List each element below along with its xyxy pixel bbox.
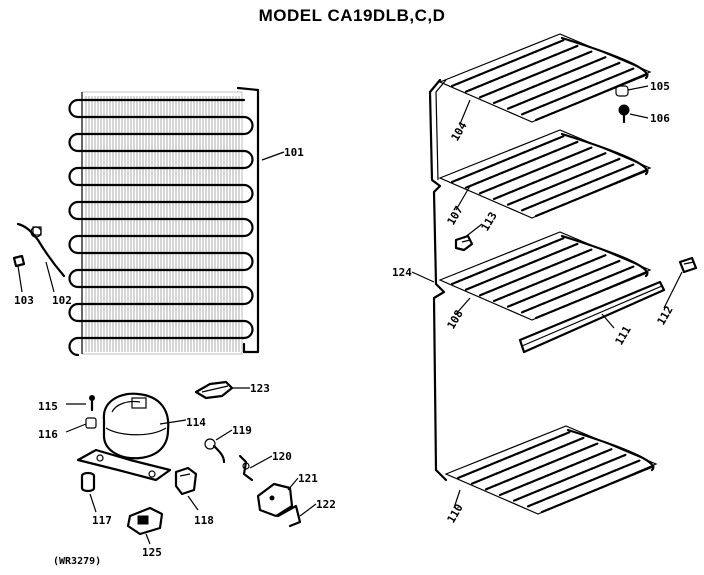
callout-114: 114 [186, 416, 206, 429]
leader-lines [17, 85, 683, 545]
callout-116: 116 [38, 428, 58, 441]
callout-106: 106 [650, 112, 670, 125]
callouts: 101 102 103 104 105 106 107 108 110 111 … [14, 80, 676, 559]
part-120-clip [238, 454, 254, 482]
part-117-foot [80, 471, 96, 493]
callout-123: 123 [250, 382, 270, 395]
callout-104: 104 [449, 119, 470, 143]
callout-122: 122 [316, 498, 336, 511]
evaporator-shelf-bottom [444, 425, 658, 515]
condenser-coil [68, 86, 260, 357]
callout-107: 107 [445, 204, 466, 228]
callout-115: 115 [38, 400, 58, 413]
part-112-clip [678, 256, 698, 274]
part-102-cord [16, 222, 66, 278]
part-118-relay [174, 466, 198, 496]
drawing-code: (WR3279) [53, 556, 102, 567]
callout-125: 125 [142, 546, 162, 559]
callout-108: 108 [445, 308, 466, 332]
part-105-cap [615, 85, 629, 97]
callout-124: 124 [392, 266, 412, 279]
part-125-terminal-block [126, 506, 164, 536]
part-116-grommet [85, 417, 97, 429]
callout-113: 113 [479, 210, 500, 234]
callout-119: 119 [232, 424, 252, 437]
callout-112: 112 [655, 304, 676, 328]
part-119-overload [204, 438, 226, 464]
callout-102: 102 [52, 294, 72, 307]
callout-105: 105 [650, 80, 670, 93]
diagram-title: MODEL CA19DLB,C,D [258, 6, 446, 25]
evaporator-shelf-second [438, 129, 652, 219]
evaporator-shelf-top [438, 33, 652, 123]
callout-121: 121 [298, 472, 318, 485]
evaporator-assembly [428, 33, 658, 515]
part-123-cord [194, 380, 234, 400]
callout-120: 120 [272, 450, 292, 463]
callout-111: 111 [613, 323, 634, 347]
compressor [76, 392, 172, 482]
trim-strip [518, 280, 666, 354]
part-121-cover [256, 482, 294, 518]
callout-103: 103 [14, 294, 34, 307]
part-115-pin [89, 395, 95, 412]
callout-118: 118 [194, 514, 214, 527]
evaporator-shelf-middle [438, 231, 652, 321]
callout-110: 110 [445, 502, 466, 526]
callout-101: 101 [284, 146, 304, 159]
part-106-screw [618, 104, 630, 124]
condenser-tube [68, 98, 254, 357]
part-103-clip [12, 254, 26, 268]
part-113-fastener [454, 234, 474, 252]
part-122-bracket [276, 504, 302, 528]
callout-117: 117 [92, 514, 112, 527]
